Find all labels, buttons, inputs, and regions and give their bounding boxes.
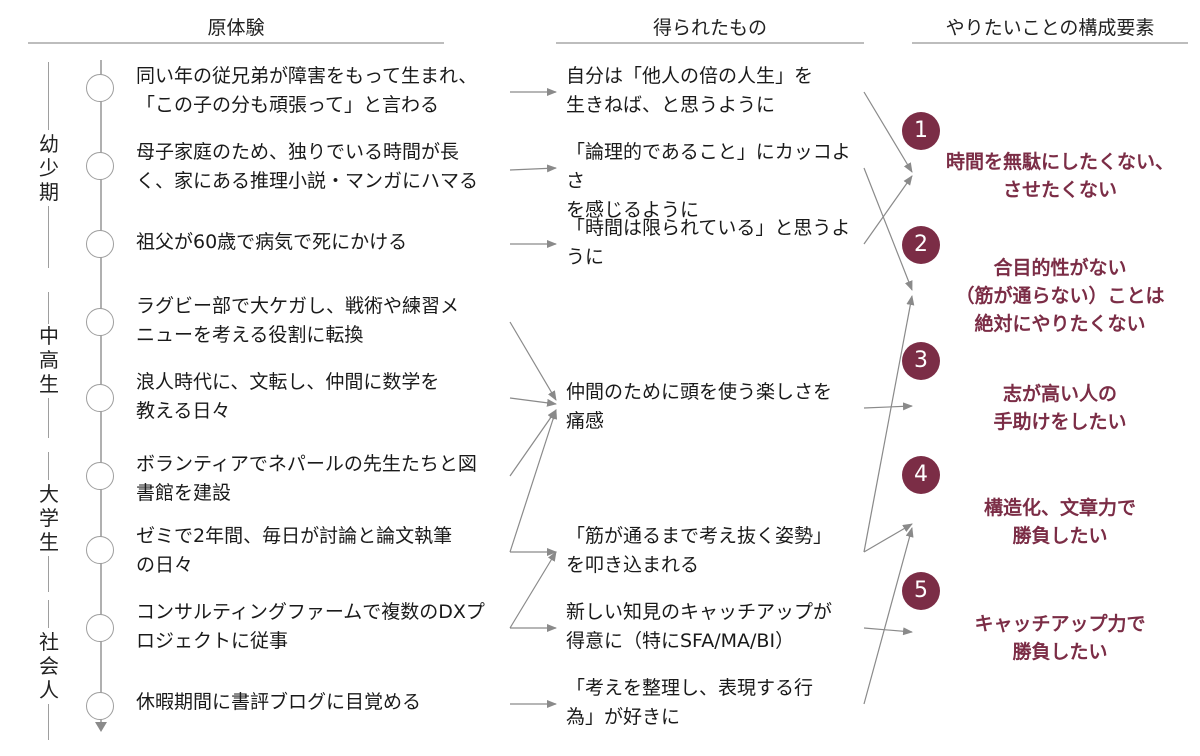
timeline-node-icon <box>86 614 114 642</box>
connector-experience-to-gain <box>509 397 557 407</box>
connector-gain-to-component <box>863 527 914 705</box>
number-badge: 4 <box>902 456 940 494</box>
timeline-node-icon <box>86 74 114 102</box>
era-label: 幼 少 期 <box>39 132 59 204</box>
connector-gain-to-component <box>863 295 915 553</box>
number-badge: 5 <box>902 572 940 610</box>
gain-item: 新しい知見のキャッチアップが 得意に（特にSFA/MA/BI） <box>566 601 833 652</box>
timeline-node-icon <box>86 152 114 180</box>
era-label: 社 会 人 <box>39 630 59 702</box>
header-components: やりたいことの構成要素 <box>912 14 1188 44</box>
component-item: 志が高い人の 手助けをしたい <box>993 383 1127 433</box>
experience-item: 母子家庭のため、独りでいる時間が長 く、家にある推理小説・マンガにハマる <box>136 141 479 192</box>
component-item: 構造化、文章力で 勝負したい <box>983 497 1136 547</box>
header-gains: 得られたもの <box>556 14 864 44</box>
connector-experience-to-gain <box>509 551 557 629</box>
era-highschool: 中 高 生 <box>34 292 64 438</box>
connector-gain-to-component <box>863 523 913 553</box>
experience-item: 休暇期間に書評ブログに目覚める <box>136 691 422 713</box>
component-item: キャッチアップ力で 勝負したい <box>974 613 1146 663</box>
connector-experience-to-gain <box>509 321 557 401</box>
connector-gain-to-component <box>863 627 913 636</box>
timeline-node-icon <box>86 384 114 412</box>
experience-item: ラグビー部で大ケガし、戦術や練習メ ニューを考える役割に転換 <box>136 295 460 346</box>
timeline-arrow-icon <box>95 722 107 732</box>
gain-item: 「論理的であること」にカッコよさ を感じるように <box>566 141 851 221</box>
gain-item: 「時間は限られている」と思うよ うに <box>566 217 851 268</box>
era-working: 社 会 人 <box>34 600 64 740</box>
number-badge: 1 <box>902 112 940 150</box>
experience-item: ゼミで2年間、毎日が討論と論文執筆 の日々 <box>136 525 453 576</box>
experience-item: 浪人時代に、文転し、仲間に数学を 教える日々 <box>136 371 440 422</box>
experience-item: 祖父が60歳で病気で死にかける <box>136 231 408 253</box>
connector-experience-to-gain <box>509 409 557 477</box>
header-original-experience: 原体験 <box>28 14 444 44</box>
connector-gain-to-component <box>863 402 913 411</box>
timeline-node-icon <box>86 462 114 490</box>
timeline-node-icon <box>86 230 114 258</box>
component-item: 合目的性がない （筋が通らない）ことは 絶対にやりたくない <box>955 257 1165 335</box>
number-badge: 3 <box>902 342 940 380</box>
gain-item: 「筋が通るまで考え抜く姿勢」 を叩き込まれる <box>566 525 833 576</box>
era-label: 大 学 生 <box>39 482 59 554</box>
timeline-node-icon <box>86 536 114 564</box>
connector-experience-to-gain <box>509 164 557 173</box>
experience-item: 同い年の従兄弟が障害をもって生まれ、 「この子の分も頑張って」と言わる <box>136 65 478 116</box>
experience-item: コンサルティングファームで複数のDXプ ロジェクトに従事 <box>136 601 485 652</box>
connector-gain-to-component <box>863 167 913 291</box>
gain-item: 自分は「他人の倍の人生」を 生きねば、と思うように <box>566 65 814 116</box>
connector-experience-to-gain <box>509 409 558 553</box>
era-childhood: 幼 少 期 <box>34 62 64 268</box>
timeline-node-icon <box>86 308 114 336</box>
gain-item: 「考えを整理し、表現する行 為」が好きに <box>566 677 814 728</box>
gain-item: 仲間のために頭を使う楽しさを 痛感 <box>566 381 833 432</box>
era-label: 中 高 生 <box>39 324 59 396</box>
component-item: 時間を無駄にしたくない、 させたくない <box>945 151 1174 201</box>
experience-item: ボランティアでネパールの先生たちと図 書館を建設 <box>136 453 477 504</box>
timeline-node-icon <box>86 692 114 720</box>
era-university: 大 学 生 <box>34 452 64 592</box>
